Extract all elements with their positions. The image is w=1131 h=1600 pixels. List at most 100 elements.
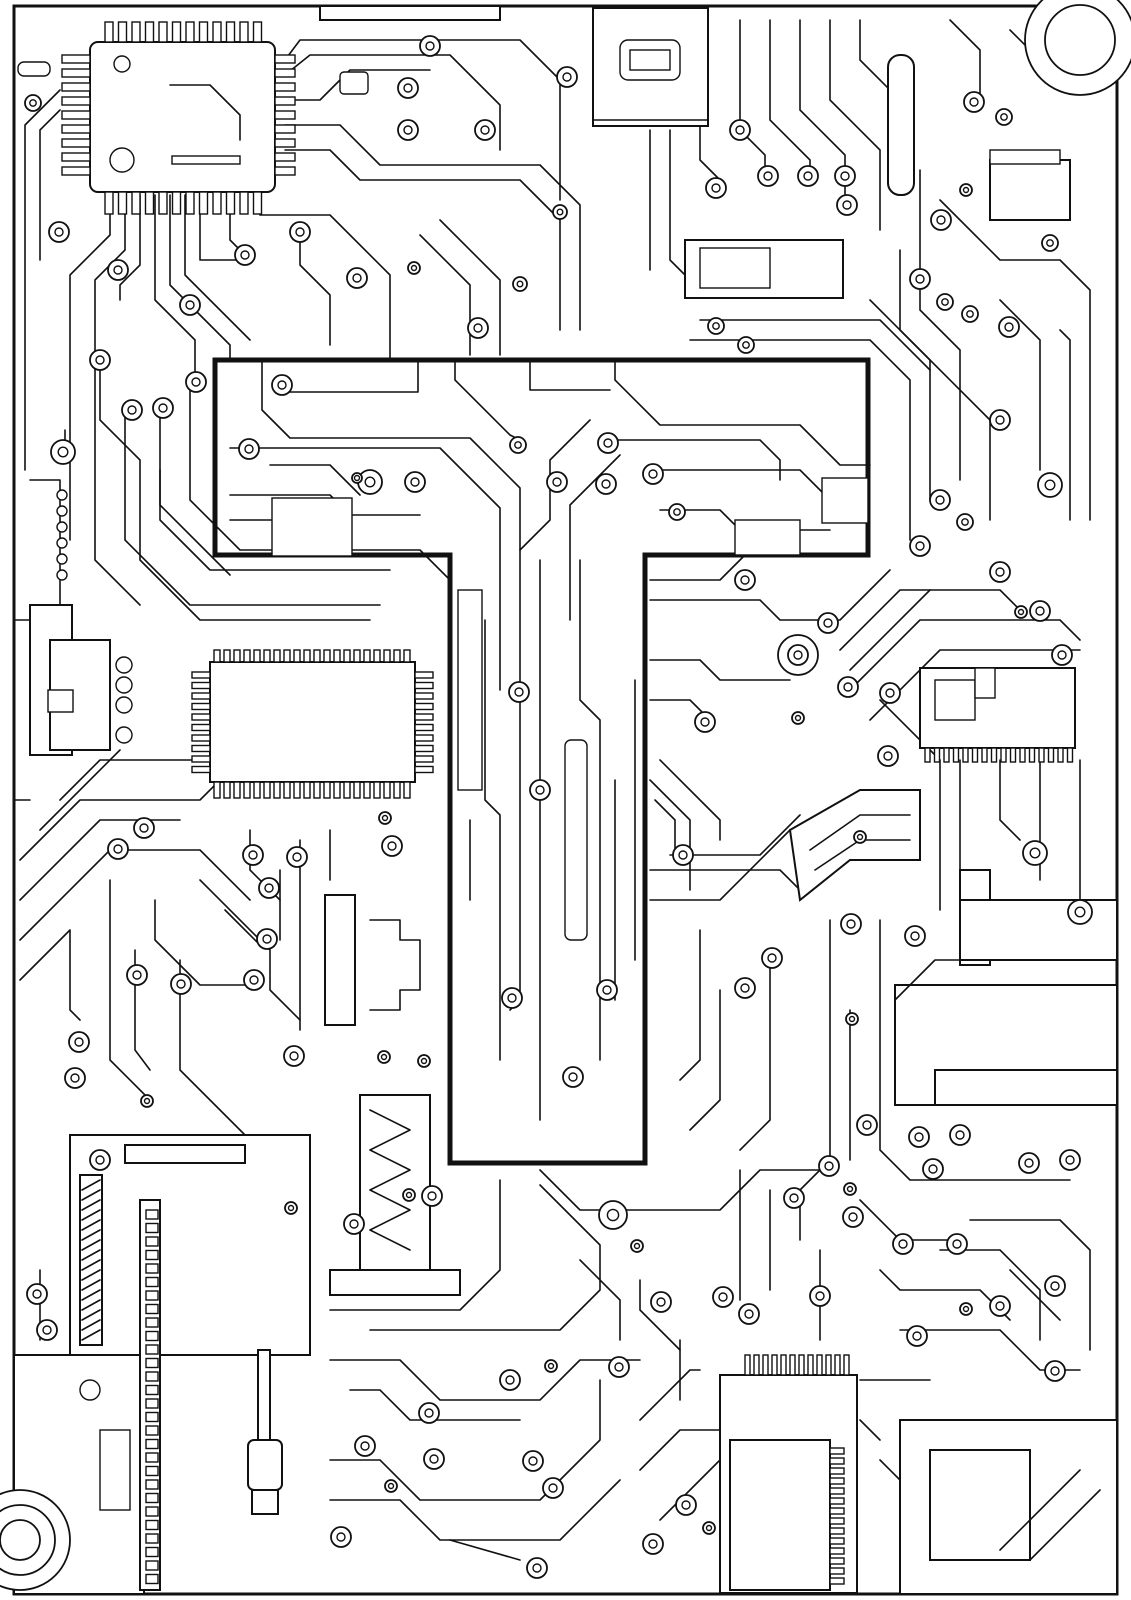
solder-pad-hole [740,575,750,585]
ic-upper-middle [684,239,844,299]
chip-pin [313,649,321,663]
header-pin [145,1479,159,1490]
chip-pin [753,1354,760,1376]
chip-pin [274,152,296,162]
solder-pad-hole [287,1204,295,1212]
solder-pad-hole [185,300,195,310]
chip-pin [252,21,263,43]
chip-pin [131,21,141,43]
header-pin [145,1492,159,1504]
chain-bead [56,537,68,549]
chip-pin [61,82,91,92]
chip-pin [253,781,261,799]
chip-pin [212,21,222,43]
solder-pad-hole [1065,1155,1075,1165]
connector-diagonal-right [788,789,921,902]
header-pin [145,1506,159,1517]
header-pin [145,1533,159,1544]
solder-pad-hole [1050,1366,1060,1376]
chip-pin [829,1487,845,1495]
chip-pin [414,723,434,732]
solder-pad-hole [681,1500,691,1510]
header-pin [145,1290,159,1301]
solder-pad-hole [381,814,389,822]
header-pin [145,1303,159,1315]
solder-pad-hole [789,1193,799,1203]
header-pin [145,1371,159,1382]
chip-pin [191,692,211,700]
header-pin [145,1465,159,1477]
chip-pin [343,781,351,799]
chip-pin [273,781,281,799]
solder-pad-hole [248,850,258,860]
header-pin [145,1276,159,1288]
solder-pad-hole [535,785,545,795]
solder-pad-hole [633,1242,641,1250]
chip-pin [393,781,401,799]
microchip-top-left [61,21,296,215]
chip-pin [274,82,296,92]
resistor-vertical [564,739,588,941]
solder-pad-hole [742,341,750,349]
solder-pad-hole [678,850,688,860]
solder-pad-hole [898,1239,908,1249]
chip-pin [144,21,155,43]
solder-pad-hole [856,833,864,841]
chip-pin [933,747,941,763]
chip-pin [816,1354,823,1376]
chip-pin [117,191,128,215]
solder-pad-hole [113,265,123,275]
chip-pin [414,681,434,690]
header-pin [145,1317,159,1328]
solder-pad-hole [601,479,611,489]
hatch-line [81,1319,101,1331]
chip-pin [333,649,341,663]
chip-pin [253,649,261,663]
solder-pad-hole [995,1301,1005,1311]
solder-pad-hole [480,125,490,135]
header-pin [145,1236,159,1247]
header-pin [145,1398,159,1409]
chip-pin [274,138,296,148]
chip-pin [990,747,998,763]
chip-pin [61,54,91,64]
solder-pad-hole [262,934,272,944]
solder-pad-hole [547,1362,555,1370]
solder-pad-hole [353,474,361,482]
solder-pad-hole [29,99,37,107]
chip-pin [171,21,182,43]
solder-pad-hole [1050,1281,1060,1291]
solder-pad-hole [139,823,149,833]
solder-pad-hole [429,1454,439,1464]
chip-pin [191,671,211,679]
solder-pad-hole [843,682,853,692]
chip-pin [1038,747,1045,763]
solder-pad-hole [1057,650,1067,660]
header-pin [145,1560,159,1571]
solder-pad-hole [380,1053,388,1061]
solder-pad-hole [427,1191,437,1201]
solder-pad-hole [264,883,274,893]
chip-pin [171,191,182,215]
header-pin [145,1425,159,1436]
solder-pad-hole [1074,906,1086,918]
solder-pad-hole [961,518,969,526]
solder-pad-hole [54,227,64,237]
solder-pad-hole [1000,113,1008,121]
ic-bottom-center [719,1354,858,1594]
solder-pad-hole [244,444,254,454]
chip-pin [144,191,155,215]
chip-pin [233,649,241,663]
solder-pad-hole [424,1408,434,1418]
solder-pads [24,35,1093,1579]
solder-pad-hole [292,852,302,862]
chip-pin [293,649,301,663]
chip-pin [239,21,249,43]
chip-pin [414,755,434,763]
solder-pad-hole [295,227,305,237]
chip-pin [829,1447,845,1455]
chip-pin [198,191,209,215]
solder-pad-hole [962,1305,970,1313]
solder-pad-hole [935,495,945,505]
